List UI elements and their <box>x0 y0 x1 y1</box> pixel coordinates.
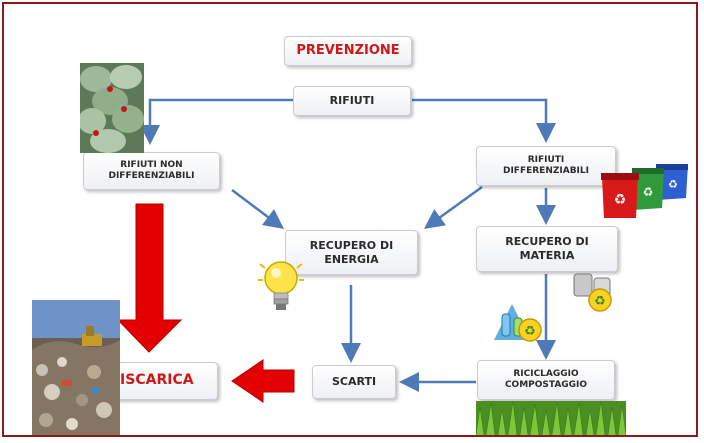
recycle-bins-icon: ♻ ♻ ♻ <box>601 164 688 218</box>
recycled-cans-icon: ♻ <box>573 273 612 312</box>
node-rifiuti-non-differenziabili: RIFIUTI NON DIFFERENZIABILI <box>83 152 220 190</box>
light-bulb-icon <box>258 261 304 310</box>
arrow-rifiuti-to-non-differenziabili <box>140 98 293 145</box>
arrow-non-diff-to-energia <box>231 189 284 229</box>
node-prevenzione: PREVENZIONE <box>284 36 412 66</box>
arrow-red-scarti-to-discarica <box>231 359 295 403</box>
node-recupero-materia: RECUPERO DI MATERIA <box>476 226 618 272</box>
svg-text:♻: ♻ <box>614 192 627 208</box>
svg-text:♻: ♻ <box>524 324 536 339</box>
node-scarti: SCARTI <box>312 365 396 399</box>
garbage-bags-photo <box>80 63 144 153</box>
grass-photo <box>476 401 626 435</box>
arrow-red-to-discarica <box>116 203 183 353</box>
node-rifiuti: RIFIUTI <box>293 86 411 116</box>
node-rifiuti-differenziabili: RIFIUTI DIFFERENZIABILI <box>476 146 616 186</box>
recycled-bottles-icon: ♻ <box>494 304 542 342</box>
node-riciclaggio-compostaggio: RICICLAGGIO COMPOSTAGGIO <box>477 360 615 400</box>
svg-text:♻: ♻ <box>594 294 606 309</box>
arrow-rifiuti-to-differenziabili <box>412 98 556 143</box>
node-recupero-energia: RECUPERO DI ENERGIA <box>285 230 418 275</box>
svg-text:♻: ♻ <box>668 178 678 191</box>
landfill-photo <box>32 300 120 435</box>
arrow-diff-to-energia <box>423 185 483 229</box>
svg-text:♻: ♻ <box>643 185 654 199</box>
